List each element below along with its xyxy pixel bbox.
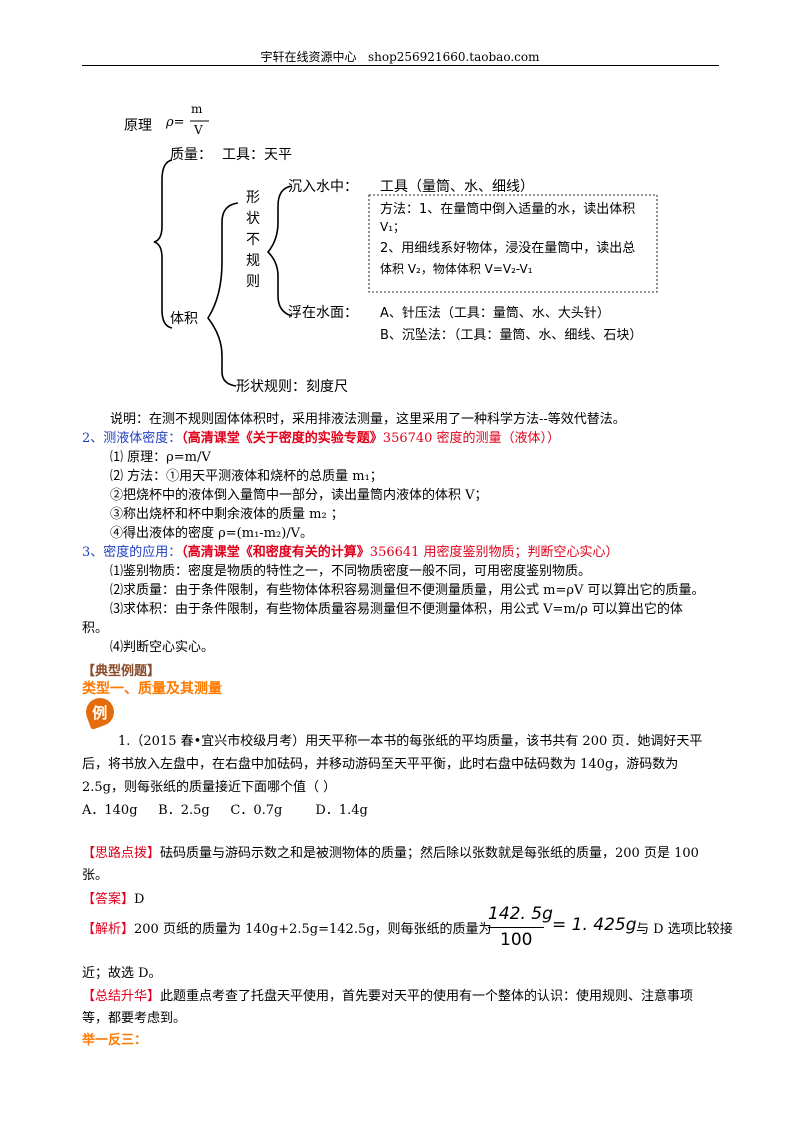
analysis-line-b: 近；故选 D。 xyxy=(82,966,162,981)
typical-examples-heading: 【典型例题】 xyxy=(82,664,161,679)
volume-label: 体积 xyxy=(170,311,198,327)
regular-shape-label: 形状规则：刻度尺 xyxy=(236,379,348,395)
method-line-4: 体积 V₂，物体体积 V=V₂-V₁ xyxy=(380,262,533,276)
irregular-char-5: 则 xyxy=(246,274,260,290)
analysis-line-a: 【解析】200 页纸的质量为 140g+2.5g=142.5g，则每张纸的质量为 xyxy=(82,918,492,937)
s3-volume-a: ⑶求体积：由于条件限制，有些物体质量容易测量但不便测量体积，用公式 V=m/ρ … xyxy=(110,602,683,617)
section-2-heading: 2、测液体密度：（高清课堂《关于密度的实验专题》356740 密度的测量（液体）… xyxy=(82,427,560,446)
analysis-tag: 【解析】 xyxy=(82,922,135,937)
section-3-link-2: 356641 用密度鉴别物质；判断空心实心） xyxy=(369,545,619,560)
irregular-char-4: 规 xyxy=(246,253,260,269)
float-label: 浮在水面： xyxy=(288,305,358,321)
analysis-text-a: 200 页纸的质量为 140g+2.5g=142.5g，则每张纸的质量为 xyxy=(134,922,492,937)
summary-line-a: 【总结升华】此题重点考查了托盘天平使用，首先要对天平的使用有一个整体的认识：使用… xyxy=(82,985,693,1004)
hint-line-b: 张。 xyxy=(82,868,109,883)
shop-name: 宇轩在线资源中心 xyxy=(260,50,357,64)
s3-mass: ⑵求质量：由于条件限制，有些物体体积容易测量但不便测量质量，用公式 m=ρV 可… xyxy=(110,583,705,598)
mass-tool: 工具：天平 xyxy=(222,147,292,163)
s2-method-1: ⑵ 方法：①用天平测液体和烧杯的总质量 m₁； xyxy=(110,469,383,484)
mass-label: 质量： xyxy=(170,147,212,163)
hint-line-a: 【思路点拨】砝码质量与游码示数之和是被测物体的质量；然后除以张数就是每张纸的质量… xyxy=(82,842,699,861)
section-2-link-2: 356740 密度的测量（液体）） xyxy=(382,431,561,446)
example-badge: 例 xyxy=(82,694,118,730)
section-3-number: 3、密度的应用： xyxy=(82,545,182,560)
summary-tag: 【总结升华】 xyxy=(82,989,161,1004)
irregular-char-1: 形 xyxy=(246,190,260,206)
question-1-line-a: 1.（2015 春•宜兴市校级月考）用天平称一本书的每张纸的平均质量，该书共有 … xyxy=(118,734,703,749)
fraction-numerator: 142. 5g xyxy=(488,904,553,924)
type-1-heading: 类型一、质量及其测量 xyxy=(82,681,222,697)
answer-line: 【答案】D xyxy=(82,888,144,907)
page-header: 宇轩在线资源中心 shop256921660.taobao.com xyxy=(0,48,800,65)
hint-text-a: 砝码质量与游码示数之和是被测物体的质量；然后除以张数就是每张纸的质量，200 页… xyxy=(160,846,699,861)
s3-hollow: ⑷判断空心实心。 xyxy=(110,640,215,655)
formula-denominator: V xyxy=(194,123,203,137)
s2-method-3: ③称出烧杯和杯中剩余液体的质量 m₂ ； xyxy=(110,507,344,522)
analysis-tail: 与 D 选项比较接 xyxy=(636,922,733,937)
answer-value: D xyxy=(134,892,145,907)
section-2-link: （高清课堂《关于密度的实验专题》 xyxy=(181,431,383,446)
section-2-number: 2、测液体密度： xyxy=(82,431,182,446)
principle-label: 原理 xyxy=(124,118,152,134)
summary-text-a: 此题重点考查了托盘天平使用，首先要对天平的使用有一个整体的认识：使用规则、注意事… xyxy=(160,989,694,1004)
sink-tool: 工具（量筒、水、细线） xyxy=(380,179,534,195)
section-3-heading: 3、密度的应用：（高清课堂《和密度有关的计算》356641 用密度鉴别物质；判断… xyxy=(82,541,619,560)
float-method-a: A、针压法（工具：量筒、水、大头针） xyxy=(380,306,610,321)
note-paragraph: 说明：在测不规则固体体积时，采用排液法测量，这里采用了一种科学方法--等效代替法… xyxy=(110,412,626,427)
example-badge-label: 例 xyxy=(92,703,108,722)
s2-method-2: ②把烧杯中的液体倒入量筒中一部分，读出量筒内液体的体积 V； xyxy=(110,488,488,503)
method-line-3: 2、用细线系好物体，浸没在量筒中，读出总 xyxy=(380,241,636,256)
fraction-denominator: 100 xyxy=(500,930,533,950)
section-3-link: （高清课堂《和密度有关的计算》 xyxy=(181,545,370,560)
irregular-char-3: 不 xyxy=(246,232,260,248)
s2-method-4: ④得出液体的密度 ρ=(m₁-m₂)/V。 xyxy=(110,526,314,541)
hint-tag: 【思路点拨】 xyxy=(82,846,161,861)
s2-principle: ⑴ 原理：ρ=m/V xyxy=(110,450,211,465)
s3-identify: ⑴鉴别物质：密度是物质的特性之一，不同物质密度一般不同，可用密度鉴别物质。 xyxy=(110,564,592,579)
question-1-line-c: 2.5g，则每张纸的质量接近下面哪个值（ ） xyxy=(82,780,337,795)
formula-numerator: m xyxy=(191,102,203,116)
method-line-2: V₁； xyxy=(380,220,406,234)
density-diagram-lines xyxy=(153,120,658,387)
s3-volume-b: 积。 xyxy=(82,621,109,636)
practice-heading: 举一反三： xyxy=(82,1033,148,1048)
fraction-bar xyxy=(488,927,544,928)
question-1-line-b: 后，将书放入左盘中，在右盘中加砝码，并移动游码至天平平衡，此时右盘中砝码数为 1… xyxy=(82,757,679,772)
sink-label: 沉入水中： xyxy=(288,179,358,195)
fraction-result: = 1. 425g xyxy=(552,915,637,935)
float-method-b: B、沉坠法：（工具：量筒、水、细线、石块） xyxy=(380,328,643,343)
summary-line-b: 等，都要考虑到。 xyxy=(82,1011,187,1026)
formula-rho: ρ= xyxy=(166,115,185,130)
answer-tag: 【答案】 xyxy=(82,892,135,907)
method-line-1: 方法：1、在量筒中倒入适量的水，读出体积 xyxy=(380,202,636,217)
irregular-char-2: 状 xyxy=(246,211,260,227)
header-rule xyxy=(82,65,719,66)
shop-url: shop256921660.taobao.com xyxy=(367,50,540,64)
question-1-options: A．140g B．2.5g C．0.7g D．1.4g xyxy=(82,803,368,818)
